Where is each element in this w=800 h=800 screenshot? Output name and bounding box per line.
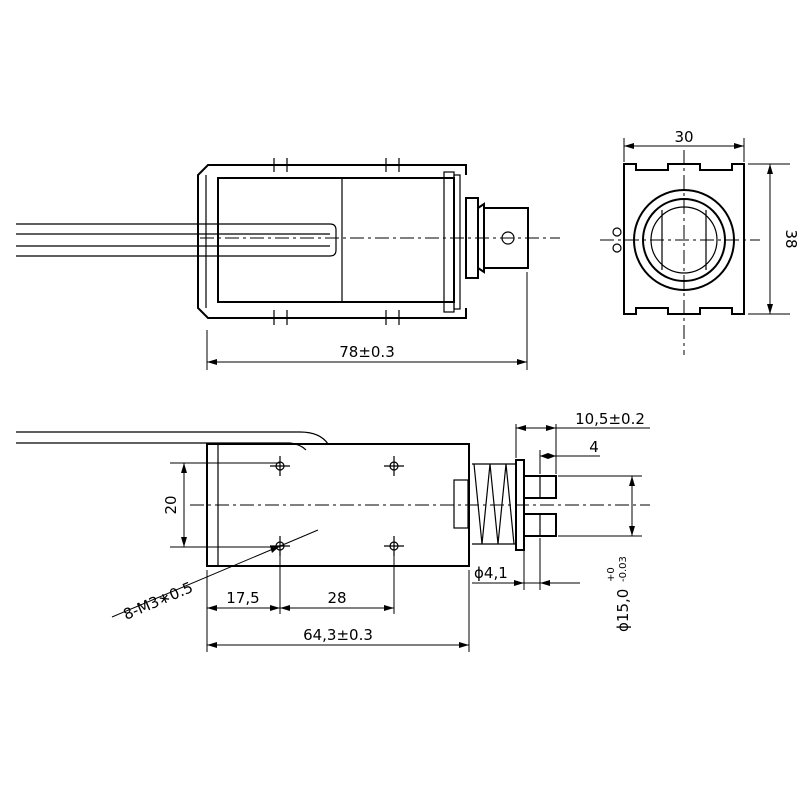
pin-diameter-label: ϕ4,1 [474, 564, 508, 582]
mounting-hole-icon [270, 456, 290, 476]
thread-label: 8-M3∗0.5 [121, 578, 196, 623]
body-length-label: 64,3±0.3 [303, 626, 373, 644]
mounting-hole-icon [384, 456, 404, 476]
end-width-label: 30 [674, 128, 693, 146]
end-height-label: 38 [782, 229, 800, 248]
hole-pitch-label: 28 [327, 589, 346, 607]
spring-icon [472, 463, 516, 545]
tolerance-lower: -0.03 [618, 556, 629, 582]
hole-offset-label: 17,5 [226, 589, 259, 607]
top-length-label: 78±0.3 [339, 343, 395, 361]
mounting-hole-icon [384, 536, 404, 556]
end-view: 30 38 [600, 128, 800, 355]
plunger-length-label: 10,5±0.2 [575, 410, 645, 428]
side-height-label: 20 [162, 495, 180, 514]
plunger-offset-label: 4 [589, 438, 599, 456]
plunger-diameter-label: ϕ15,0 [614, 589, 632, 632]
side-view: 20 8-M3∗0.5 17,5 28 64,3±0.3 10,5±0.2 [16, 410, 650, 652]
tolerance-upper: +0 [606, 567, 617, 582]
top-view: 78±0.3 [16, 158, 560, 370]
